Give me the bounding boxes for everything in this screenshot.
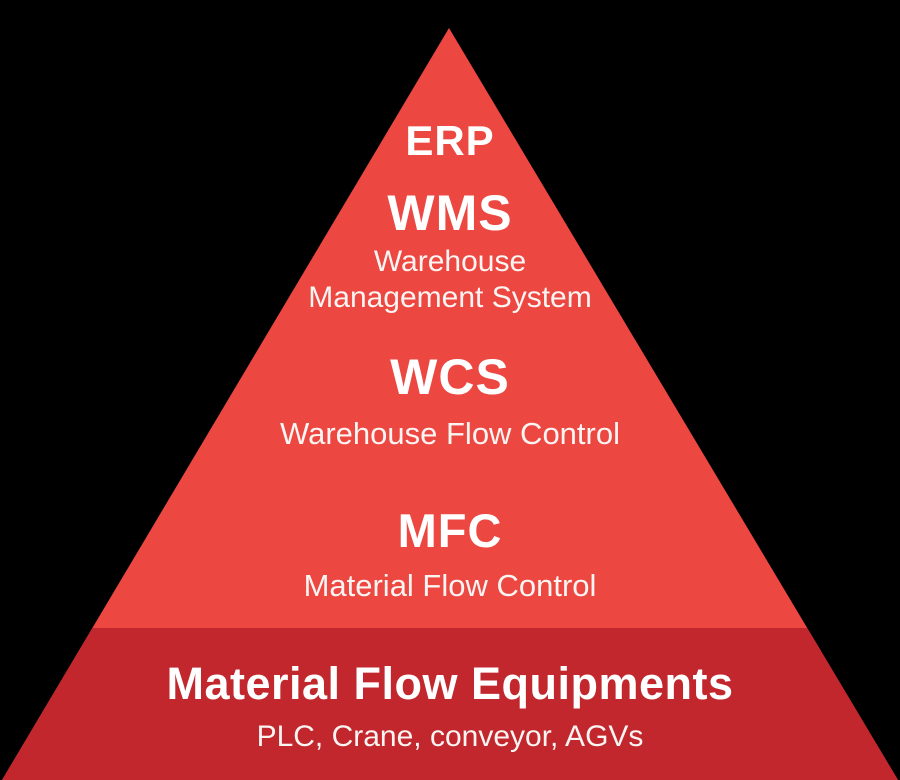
level-base-desc: PLC, Crane, conveyor, AGVs (256, 720, 644, 753)
pyramid-base-band (2, 628, 898, 780)
level-erp-abbr: ERP (405, 117, 495, 164)
level-mfc-desc: Material Flow Control (303, 568, 597, 603)
level-wcs-abbr: WCS (390, 349, 510, 405)
level-base-title: Material Flow Equipments (166, 658, 734, 709)
level-wms-abbr: WMS (387, 185, 513, 241)
level-wcs-desc: Warehouse Flow Control (280, 416, 620, 451)
level-mfc-abbr: MFC (397, 504, 503, 557)
level-wms-desc-line2: Management System (308, 281, 592, 314)
level-wms-desc-line1: Warehouse (373, 245, 527, 278)
